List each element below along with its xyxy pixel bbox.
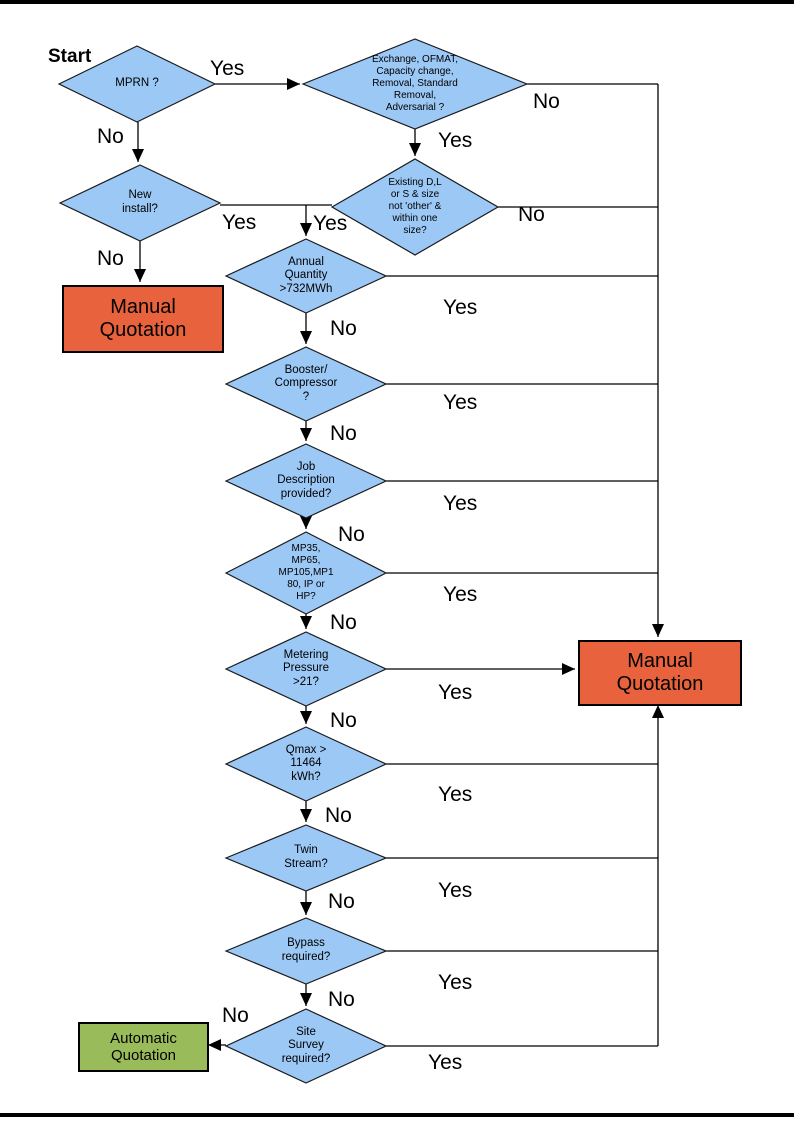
edge-label-twin-yes: Yes bbox=[438, 879, 473, 902]
edge-label-metering-yes: Yes bbox=[438, 681, 473, 704]
edge-label-mp35-no: No bbox=[330, 611, 357, 634]
start-label: Start bbox=[48, 46, 92, 67]
decision-booster-shape bbox=[224, 346, 388, 422]
edge-label-booster-no: No bbox=[330, 422, 357, 445]
decision-exchange-shape bbox=[301, 38, 529, 130]
decision-new-install-shape bbox=[58, 164, 222, 242]
decision-bypass-label: Bypass required? bbox=[281, 937, 331, 963]
edge-label-site-yes: Yes bbox=[428, 1051, 463, 1074]
manual-quotation-right-box: Manual Quotation bbox=[578, 640, 742, 706]
edge-label-mprn-yes: Yes bbox=[210, 57, 245, 80]
decision-qmax-label: Qmax > 11464 kWh? bbox=[285, 743, 327, 783]
edge-label-exchange-yes: Yes bbox=[438, 129, 473, 152]
decision-bypass-shape bbox=[224, 917, 388, 985]
edge-label-annual-no: No bbox=[330, 317, 357, 340]
decision-site-shape bbox=[224, 1008, 388, 1084]
automatic-quotation-label: Automatic Quotation bbox=[110, 1029, 177, 1064]
edge-label-bypass-no: No bbox=[328, 988, 355, 1011]
page-bottom-border bbox=[0, 1113, 794, 1117]
decision-twin-label: Twin Stream? bbox=[284, 844, 328, 870]
decision-job-shape bbox=[224, 443, 388, 519]
decision-qmax-shape bbox=[224, 726, 388, 802]
edge-label-qmax-yes: Yes bbox=[438, 783, 473, 806]
manual-quotation-left-label: Manual Quotation bbox=[99, 296, 187, 341]
page-top-border bbox=[0, 0, 794, 4]
edge-label-newinstall-no: No bbox=[97, 247, 124, 270]
decision-metering-label: Metering Pressure >21? bbox=[282, 648, 330, 688]
edge-label-job-yes: Yes bbox=[443, 492, 478, 515]
edge-label-mp35-yes: Yes bbox=[443, 583, 478, 606]
edge-label-job-no: No bbox=[338, 523, 365, 546]
decision-mp35-shape bbox=[224, 531, 388, 615]
automatic-quotation-box: Automatic Quotation bbox=[78, 1022, 209, 1072]
decision-mp35-label: MP35, MP65, MP105,MP1 80, IP or HP? bbox=[278, 543, 334, 602]
decision-existing-shape bbox=[330, 158, 500, 256]
decision-booster-label: Booster/ Compressor ? bbox=[274, 363, 338, 403]
edge-label-existing-no: No bbox=[518, 203, 545, 226]
edge-label-newinstall-yes: Yes bbox=[222, 211, 257, 234]
decision-metering-shape bbox=[224, 631, 388, 707]
edge-label-exchange-no: No bbox=[533, 90, 560, 113]
decision-new-install-label: New install? bbox=[122, 189, 158, 215]
edge-label-booster-yes: Yes bbox=[443, 391, 478, 414]
edge-label-mprn-no: No bbox=[97, 125, 124, 148]
decision-mprn-label: MPRN ? bbox=[115, 77, 159, 90]
edge-label-bypass-yes: Yes bbox=[438, 971, 473, 994]
edge-label-junction-yes: Yes bbox=[313, 212, 348, 235]
decision-mprn-shape bbox=[57, 45, 217, 123]
manual-quotation-right-label: Manual Quotation bbox=[616, 650, 704, 695]
decision-site-label: Site Survey required? bbox=[281, 1025, 331, 1065]
decision-job-label: Job Description provided? bbox=[277, 460, 335, 500]
decision-annual-shape bbox=[224, 238, 388, 314]
edge-label-twin-no: No bbox=[328, 890, 355, 913]
edge-label-site-no: No bbox=[222, 1004, 249, 1027]
decision-annual-label: Annual Quantity >732MWh bbox=[279, 255, 333, 295]
manual-quotation-left-box: Manual Quotation bbox=[62, 285, 224, 353]
decision-twin-shape bbox=[224, 824, 388, 892]
edge-label-qmax-no: No bbox=[325, 804, 352, 827]
decision-exchange-label: Exchange, OFMAT, Capacity change, Remova… bbox=[372, 54, 458, 113]
edge-label-annual-yes: Yes bbox=[443, 296, 478, 319]
decision-existing-label: Existing D,L or S & size not 'other' & w… bbox=[388, 177, 442, 236]
edge-label-metering-no: No bbox=[330, 709, 357, 732]
